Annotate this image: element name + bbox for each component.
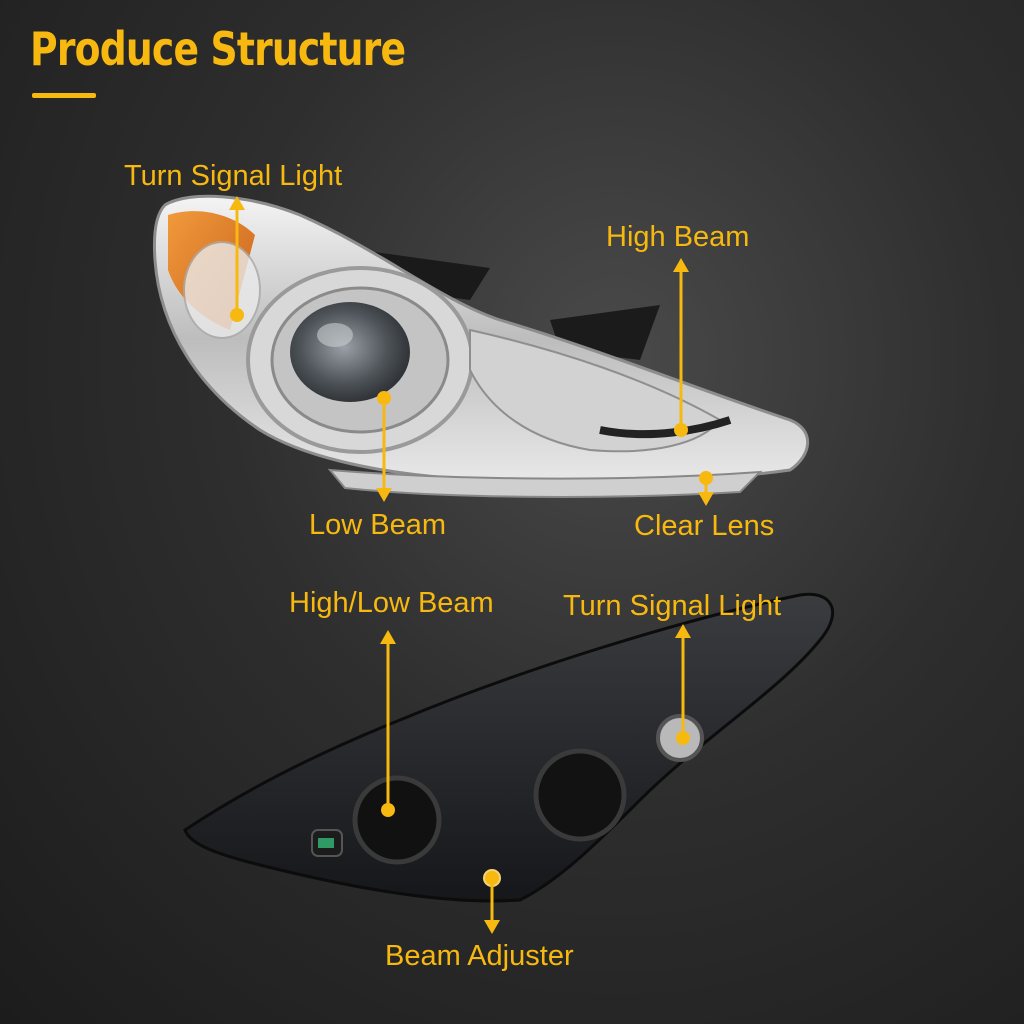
arrow-down-icon [376,488,392,502]
second-bulb-cap [533,748,627,842]
label-turn-signal-rear: Turn Signal Light [563,590,782,622]
label-high-beam: High Beam [606,221,750,253]
callout-dot [699,471,713,485]
callout-dot [676,731,690,745]
arrow-down-icon [484,920,500,934]
arrow-up-icon [380,630,396,644]
rear-headlight [183,592,834,903]
clear-lens-strip [327,468,763,498]
reflector-trim [599,416,732,439]
high-beam-reflector [469,328,722,453]
high-low-beam-cap [352,775,442,865]
arrow-up-icon [229,196,245,210]
arrow-up-icon [675,624,691,638]
callouts [229,196,714,934]
rear-housing [183,592,834,903]
label-clear-lens: Clear Lens [634,510,775,542]
connector-pins [318,838,334,848]
label-beam-adjuster: Beam Adjuster [385,940,574,972]
callout-dot [674,423,688,437]
front-headlight [152,194,810,498]
projector-lens [290,302,410,402]
label-high-low-beam: High/Low Beam [289,587,494,619]
label-low-beam: Low Beam [309,509,447,541]
turn-signal-reflector [183,241,261,339]
title-underline [32,93,96,98]
arrow-down-icon [698,492,714,506]
arrow-up-icon [673,258,689,272]
callout-dot [381,803,395,817]
callout-dot [485,871,499,885]
callout-dot [230,308,244,322]
lens-highlight [317,323,353,347]
label-turn-signal-front: Turn Signal Light [124,160,343,192]
page-title: Produce Structure [30,22,406,76]
callout-dot [377,391,391,405]
